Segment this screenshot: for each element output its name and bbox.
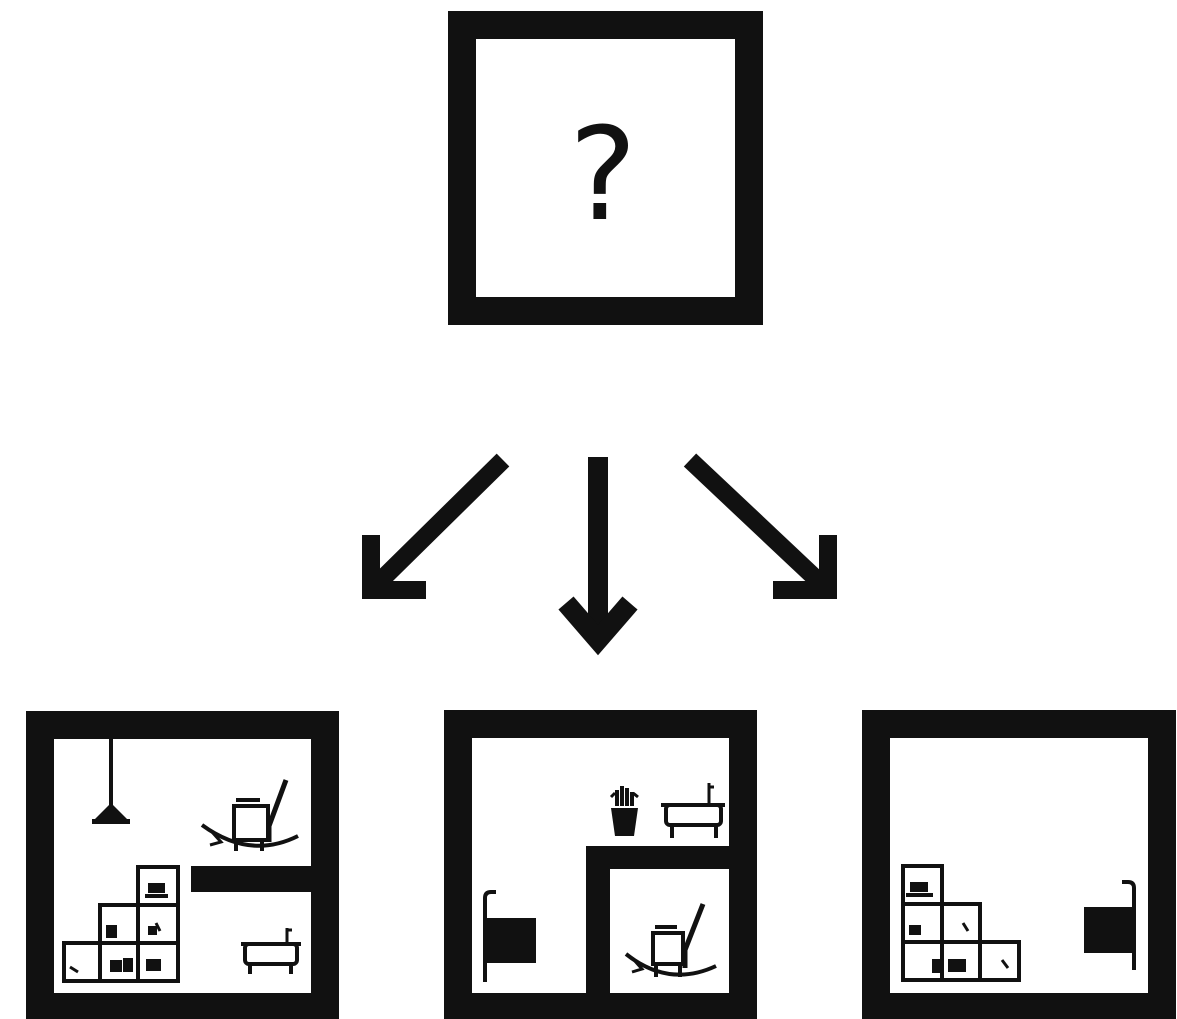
question-mark: ? xyxy=(569,101,637,250)
shelf-divider xyxy=(191,866,312,892)
